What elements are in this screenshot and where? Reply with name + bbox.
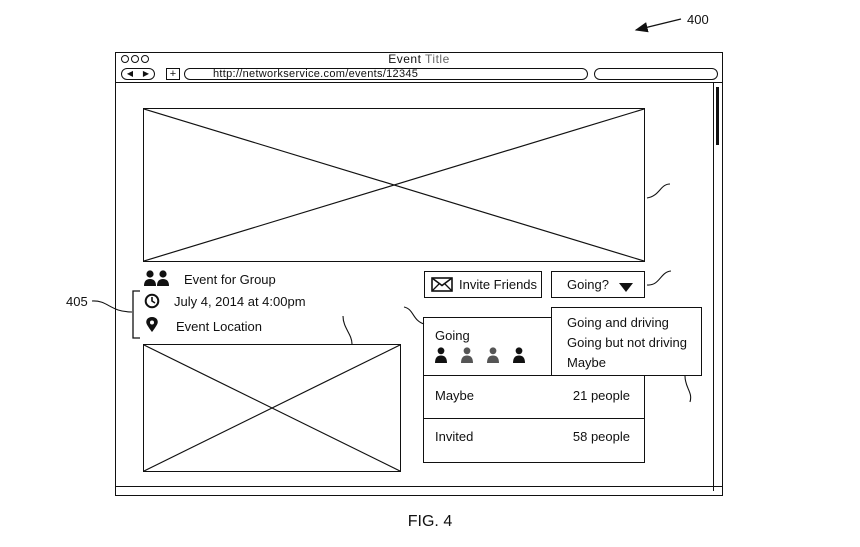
cover-image-placeholder [143,108,645,262]
plus-icon: + [169,67,177,80]
window-close-button[interactable] [121,55,129,63]
invited-count: 58 people [572,429,630,444]
event-group-label[interactable]: Event for Group [184,272,276,287]
search-input[interactable] [594,68,718,80]
ref-405: 405 [66,294,88,309]
group-icon [143,270,173,286]
maybe-count: 21 people [572,388,630,403]
clock-icon [144,293,160,309]
going-dropdown-label: Going? [567,277,609,292]
going-dropdown-button[interactable]: Going? [551,271,645,298]
caret-down-icon [618,280,633,292]
invited-label: Invited [435,429,474,444]
event-image-cross [143,344,401,472]
event-datetime: July 4, 2014 at 4:00pm [174,294,306,309]
maybe-row[interactable]: Maybe 21 people [424,375,644,419]
window-zoom-button[interactable] [141,55,149,63]
address-url: http://networkservice.com/events/12345 [213,68,419,80]
window-minimize-button[interactable] [131,55,139,63]
window-title: Event Title [116,52,722,66]
going-avatars [434,347,534,363]
title-bar: Event Title [116,52,722,66]
invite-friends-button[interactable]: Invite Friends [424,271,542,298]
window-title-light: Title [425,52,450,66]
figure-caption: FIG. 4 [407,513,453,530]
status-bar [116,486,722,495]
envelope-icon [431,277,453,292]
location-pin-icon [145,317,159,333]
person-icon[interactable] [434,347,534,363]
menu-item-going-not-driving[interactable]: Going but not driving [567,335,687,350]
cover-image-cross [143,108,645,262]
going-label: Going [435,328,470,343]
vertical-scrollbar[interactable] [713,83,722,491]
scroll-thumb[interactable] [716,87,719,145]
menu-item-going-driving[interactable]: Going and driving [567,315,669,330]
going-dropdown-menu: Going and driving Going but not driving … [551,307,702,376]
browser-toolbar: ◀ ▶ + http://networkservice.com/events/1… [116,66,722,83]
event-location[interactable]: Event Location [176,319,263,334]
nav-buttons: ◀ ▶ [121,68,155,80]
window-title-bold: Event [388,52,422,66]
invite-friends-label: Invite Friends [459,277,538,292]
invited-row[interactable]: Invited 58 people [424,418,644,462]
event-image-placeholder [143,344,401,472]
menu-item-maybe[interactable]: Maybe [567,355,607,370]
address-bar[interactable]: http://networkservice.com/events/12345 [184,68,588,80]
maybe-label: Maybe [435,388,475,403]
forward-arrow-icon[interactable]: ▶ [142,69,150,78]
back-arrow-icon[interactable]: ◀ [126,69,134,78]
ref-400: 400 [687,12,709,27]
new-tab-button[interactable]: + [166,68,180,80]
